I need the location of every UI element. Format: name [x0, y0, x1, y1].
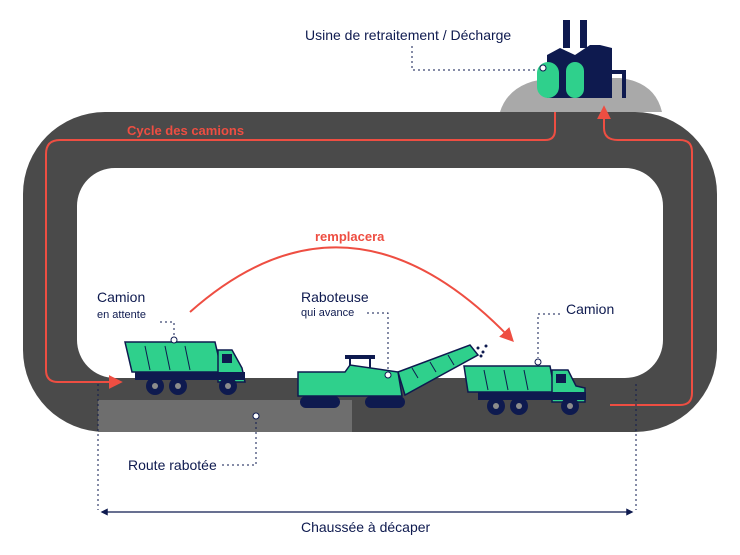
leader-lines	[97, 46, 637, 510]
cycle-label: Cycle des camions	[127, 123, 244, 138]
plant-label: Usine de retraitement / Décharge	[305, 27, 511, 43]
replace-arrow	[189, 246, 514, 343]
cycle-path	[45, 112, 556, 389]
milling-sub: qui avance	[301, 307, 354, 319]
road-to-strip-label: Chaussée à décaper	[301, 519, 431, 535]
replace-label: remplacera	[315, 229, 385, 244]
waiting-truck-sub: en attente	[97, 309, 146, 321]
loading-truck-icon	[463, 358, 586, 415]
milled-road-label: Route rabotée	[128, 457, 217, 473]
waiting-truck-title: Camion	[97, 289, 145, 305]
plant-icon	[537, 20, 626, 98]
return-path	[597, 105, 693, 406]
waiting-truck-icon	[124, 336, 246, 395]
milling-machine-icon	[297, 344, 488, 408]
road-loop	[23, 112, 717, 432]
milling-title: Raboteuse	[301, 289, 369, 305]
milled-road-marker	[252, 412, 260, 420]
loading-truck-label: Camion	[566, 301, 614, 317]
